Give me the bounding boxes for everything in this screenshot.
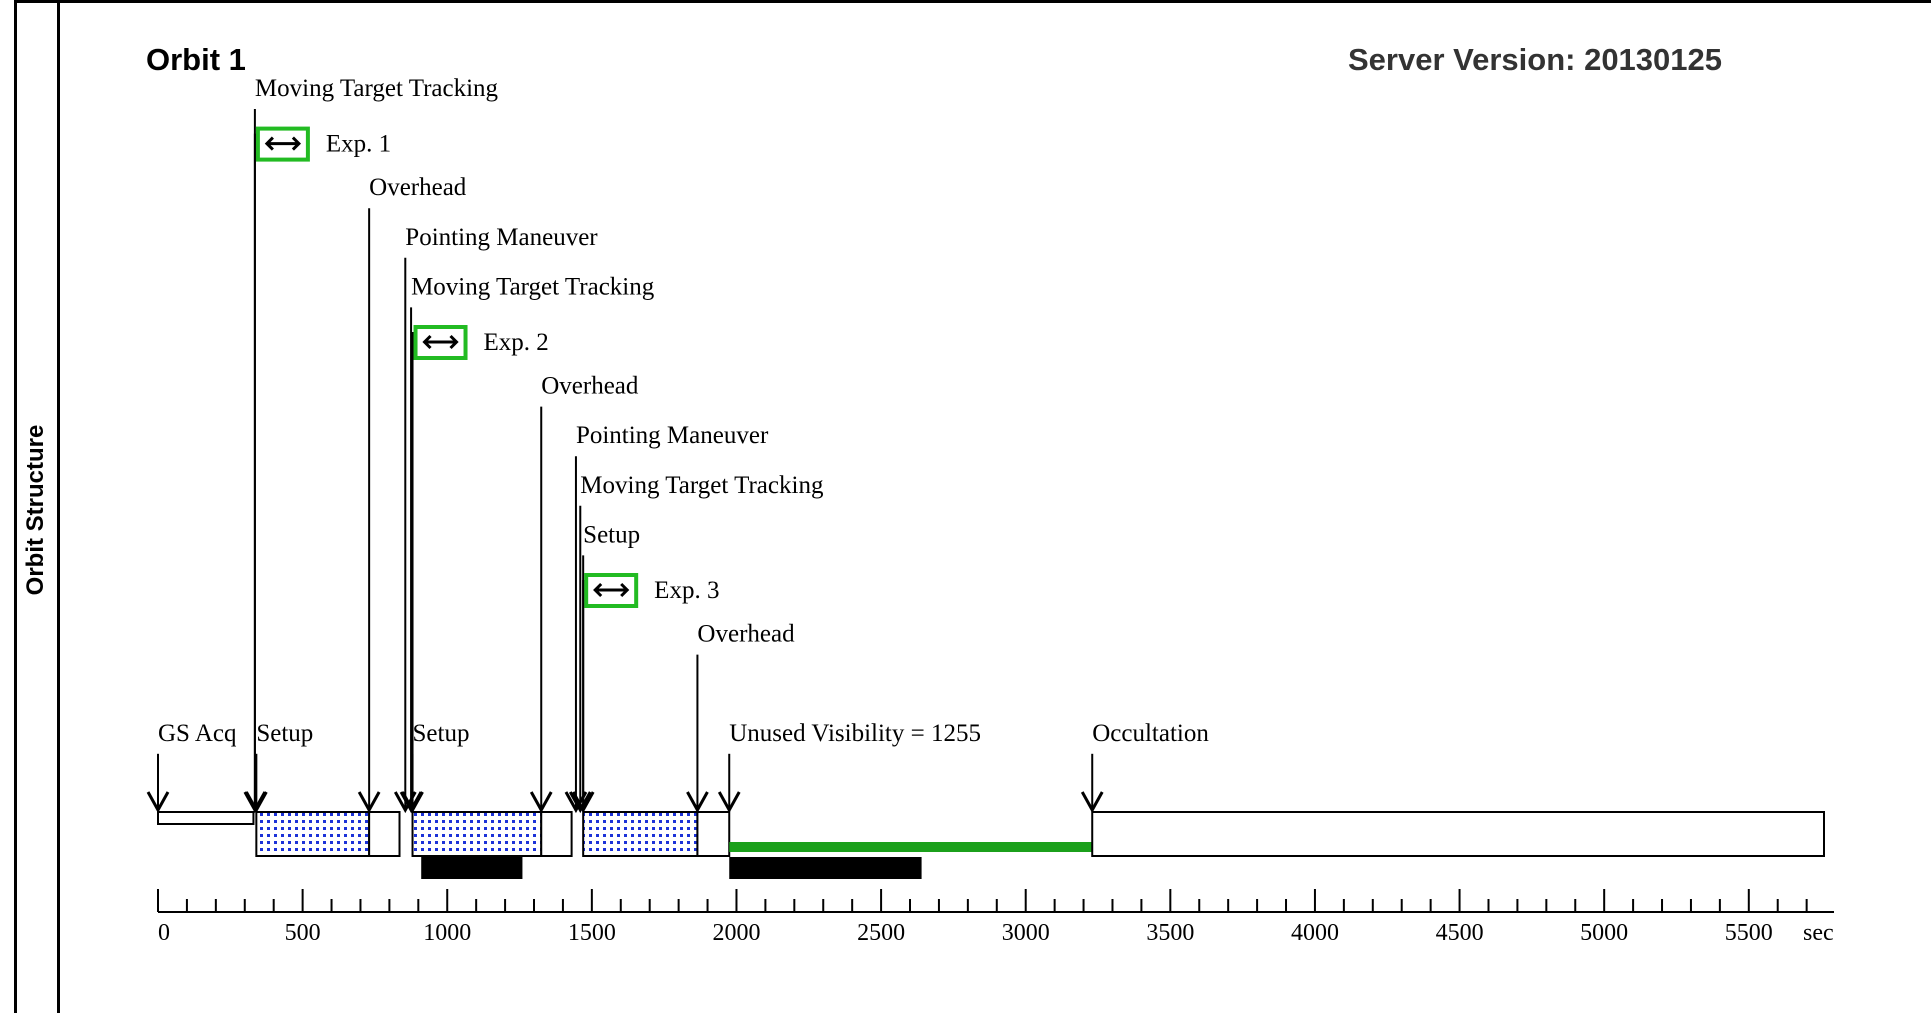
segment-overhead bbox=[368, 811, 401, 857]
exposure-label: Exp. 2 bbox=[484, 329, 549, 356]
tick-label: 2500 bbox=[857, 920, 905, 946]
tick-label: 500 bbox=[285, 920, 321, 946]
segment-unused-visibility bbox=[729, 842, 1093, 852]
event-label: Overhead bbox=[369, 174, 467, 201]
event-label: Setup bbox=[256, 720, 313, 747]
tick-label: 3000 bbox=[1002, 920, 1050, 946]
event-label: Overhead bbox=[697, 621, 795, 648]
down-arrow-icon bbox=[686, 791, 709, 814]
segment-exposure bbox=[255, 811, 371, 857]
tick-label: 1500 bbox=[568, 920, 616, 946]
tick-label: 5500 bbox=[1725, 920, 1773, 946]
double-arrow-icon bbox=[264, 136, 302, 151]
segments-layer bbox=[157, 811, 1825, 857]
side-strip bbox=[14, 0, 60, 1013]
down-arrow-icon bbox=[243, 791, 267, 814]
down-arrow-icon bbox=[357, 791, 381, 814]
orbit-frame bbox=[14, 0, 1931, 1013]
event-label: Overhead bbox=[541, 373, 639, 400]
axis-layer: 0 500 1000 1500 2000 2500 3000 3500 4000 4500 5000… bbox=[157, 889, 1834, 946]
segment-occultation bbox=[1091, 811, 1825, 857]
event-label: Setup bbox=[583, 521, 640, 548]
down-arrow-icon bbox=[568, 791, 592, 814]
segment-overhead bbox=[540, 811, 573, 857]
segment-exposure bbox=[411, 811, 543, 857]
tick-label: 0 bbox=[158, 920, 170, 946]
event-label: GS Acq bbox=[158, 720, 237, 747]
segment-exposure bbox=[582, 811, 699, 857]
down-arrow-icon bbox=[529, 791, 553, 814]
tick-label: 3500 bbox=[1146, 920, 1194, 946]
tick-label: 4500 bbox=[1436, 920, 1484, 946]
double-arrow-icon bbox=[593, 582, 630, 598]
event-label: Setup bbox=[413, 720, 470, 747]
double-arrow-icon bbox=[422, 334, 459, 350]
bars-layer bbox=[421, 857, 922, 879]
black-bar bbox=[729, 857, 922, 879]
tick-label: 2000 bbox=[712, 920, 760, 946]
tick-label: 4000 bbox=[1291, 920, 1339, 946]
down-arrow-icon bbox=[571, 791, 595, 814]
server-version: Server Version: 20130125 bbox=[1348, 42, 1722, 77]
event-label: Moving Target Tracking bbox=[411, 273, 655, 300]
down-arrow-icon bbox=[717, 791, 741, 814]
event-label: Moving Target Tracking bbox=[580, 472, 824, 499]
down-arrow-icon bbox=[146, 791, 170, 814]
event-label: Occultation bbox=[1092, 720, 1209, 747]
segment-acquisition bbox=[157, 811, 255, 825]
axis-unit-label: sec bbox=[1803, 920, 1834, 946]
orbit-title: Orbit 1 bbox=[146, 42, 246, 77]
event-label: Pointing Maneuver bbox=[405, 224, 598, 251]
tick-label: 5000 bbox=[1580, 920, 1628, 946]
segment-overhead bbox=[696, 811, 731, 857]
tick-label: 1000 bbox=[423, 920, 471, 946]
event-label: Pointing Maneuver bbox=[576, 422, 769, 449]
down-arrow-icon bbox=[401, 791, 424, 814]
exposure-label: Exp. 3 bbox=[654, 577, 719, 604]
black-bar bbox=[421, 857, 523, 879]
event-label: Unused Visibility = 1255 bbox=[729, 720, 981, 747]
exposure-label: Exp. 1 bbox=[326, 131, 391, 158]
down-arrow-icon bbox=[1080, 791, 1104, 814]
event-label: Moving Target Tracking bbox=[255, 75, 499, 102]
